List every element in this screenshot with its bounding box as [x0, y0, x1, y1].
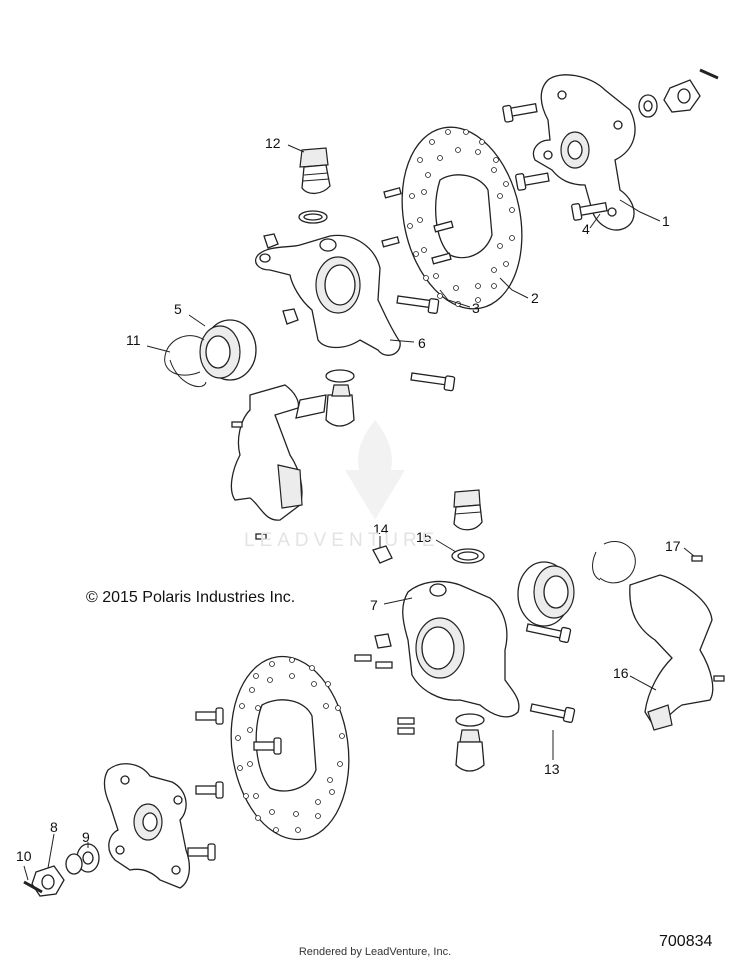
brake-rotor-upper[interactable]: [386, 116, 538, 320]
wheel-bearing-upper[interactable]: [199, 319, 257, 381]
callout-8: 8: [50, 819, 58, 835]
steering-knuckle-lower[interactable]: [402, 580, 520, 718]
brake-rotor-lower[interactable]: [220, 649, 360, 847]
rotor-bolt-upper-3[interactable]: [431, 252, 452, 265]
copyright-text: © 2015 Polaris Industries Inc.: [86, 589, 296, 606]
nut-lower-1[interactable]: [374, 633, 392, 649]
bleeder-upper[interactable]: [231, 421, 243, 428]
callout-12: 12: [265, 135, 281, 151]
hub-lower[interactable]: [103, 763, 191, 889]
nut-upper-1[interactable]: [263, 233, 279, 249]
castle-nut-upper[interactable]: [663, 79, 701, 113]
bolt-lower-small-1[interactable]: [354, 654, 372, 662]
cotter-pin-lower[interactable]: [23, 880, 43, 894]
callout-6: 6: [418, 335, 426, 351]
bolt-lower-small-2[interactable]: [375, 661, 393, 669]
callout-11: 11: [126, 332, 141, 348]
diagram-id: 700834: [659, 933, 713, 950]
wheel-bearing-lower[interactable]: [517, 561, 575, 627]
bleeder-lower-17[interactable]: [691, 555, 703, 562]
ball-joint-upper[interactable]: [299, 147, 331, 195]
callout-3: 3: [472, 300, 480, 316]
washer-lower-2[interactable]: [65, 853, 83, 875]
hub-stud-lower-2[interactable]: [253, 737, 282, 755]
callout-10: 10: [16, 848, 32, 864]
nut-upper-2[interactable]: [282, 308, 299, 325]
hub-stud-upper-2[interactable]: [515, 172, 550, 191]
snap-ring-lower-joint[interactable]: [451, 548, 485, 564]
leader-lines: [23, 144, 695, 881]
ball-joint-upper-lower[interactable]: [325, 369, 355, 427]
nut-lower-14[interactable]: [372, 545, 393, 564]
bolt-lower-small-4[interactable]: [397, 727, 415, 735]
callout-14: 14: [373, 521, 389, 537]
castle-nut-lower[interactable]: [31, 865, 65, 897]
rotor-bolt-upper-1[interactable]: [383, 187, 402, 199]
caliper-bolt-upper-2[interactable]: [410, 372, 456, 392]
watermark-logo: [345, 420, 405, 520]
caliper-bolt-lower-13[interactable]: [529, 703, 576, 723]
callout-16: 16: [613, 665, 629, 681]
hub-stud-lower-3[interactable]: [195, 781, 224, 799]
watermark-text: LEADVENTURE: [244, 530, 440, 551]
rotor-bolt-upper-4[interactable]: [381, 236, 400, 248]
caliper-bracket-upper[interactable]: [230, 384, 327, 521]
callout-15: 15: [416, 529, 432, 545]
washer-upper[interactable]: [638, 94, 658, 118]
retaining-ring-upper[interactable]: [164, 335, 207, 388]
caliper-bracket-lower[interactable]: [629, 574, 714, 731]
callout-2: 2: [531, 290, 539, 306]
caliper-bolt-lower-1[interactable]: [525, 623, 572, 643]
callout-9: 9: [82, 829, 90, 845]
caliper-bolt-upper[interactable]: [396, 295, 440, 314]
hub-upper[interactable]: [532, 74, 636, 231]
callout-4: 4: [582, 221, 590, 237]
callout-13: 13: [544, 761, 560, 777]
callout-7: 7: [370, 597, 378, 613]
snap-ring-upper-joint[interactable]: [298, 210, 328, 224]
hub-stud-upper-1[interactable]: [502, 103, 538, 123]
steering-knuckle-upper[interactable]: [255, 234, 401, 356]
retaining-ring-lower[interactable]: [592, 541, 636, 584]
bolt-lower-small-3[interactable]: [397, 717, 415, 725]
callout-5: 5: [174, 301, 182, 317]
hub-stud-upper-3[interactable]: [571, 202, 608, 221]
rendered-by-footer: Rendered by LeadVenture, Inc.: [298, 946, 452, 958]
ball-joint-lower-bottom[interactable]: [455, 713, 485, 772]
callout-1: 1: [662, 213, 670, 229]
bleeder-upper-2[interactable]: [255, 533, 267, 540]
ball-joint-lower-top[interactable]: [453, 489, 483, 531]
hub-stud-lower-1[interactable]: [195, 707, 224, 725]
callout-17: 17: [665, 538, 681, 554]
rotor-bolt-upper-2[interactable]: [433, 220, 454, 233]
hub-stud-lower-4[interactable]: [187, 843, 216, 861]
bleeder-lower-2[interactable]: [713, 675, 725, 682]
cotter-pin-upper[interactable]: [699, 68, 719, 80]
